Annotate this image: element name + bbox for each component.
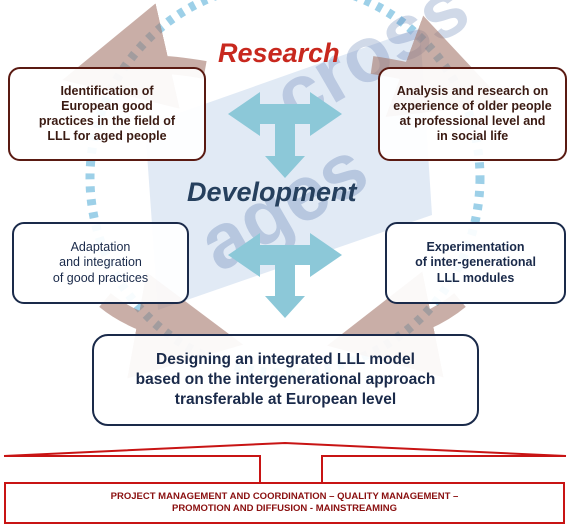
bracket bbox=[3, 441, 567, 482]
adaptation-box: Adaptation and integration of good pract… bbox=[12, 222, 189, 304]
research-heading: Research bbox=[218, 38, 340, 68]
bottom-t-arrow bbox=[228, 233, 342, 318]
dotted-circle bbox=[85, 0, 485, 378]
adaptation-label: Adaptation and integration of good pract… bbox=[52, 240, 149, 285]
experimentation-box: Experimentation of inter-generational LL… bbox=[385, 222, 566, 304]
designing-box: Designing an integrated LLL model based … bbox=[92, 334, 479, 426]
project-management-label: PROJECT MANAGEMENT AND COORDINATION – QU… bbox=[110, 491, 459, 514]
top-t-arrow bbox=[228, 92, 342, 178]
development-heading: Development bbox=[187, 177, 357, 207]
designing-label: Designing an integrated LLL model based … bbox=[135, 350, 436, 409]
experimentation-label: Experimentation of inter-generational LL… bbox=[415, 240, 536, 285]
project-management-box: PROJECT MANAGEMENT AND COORDINATION – QU… bbox=[4, 482, 565, 524]
identification-label: Identification of European good practice… bbox=[38, 83, 176, 144]
analysis-label: Analysis and research on experience of o… bbox=[393, 83, 552, 144]
analysis-box: Analysis and research on experience of o… bbox=[378, 67, 567, 161]
identification-box: Identification of European good practice… bbox=[8, 67, 206, 161]
